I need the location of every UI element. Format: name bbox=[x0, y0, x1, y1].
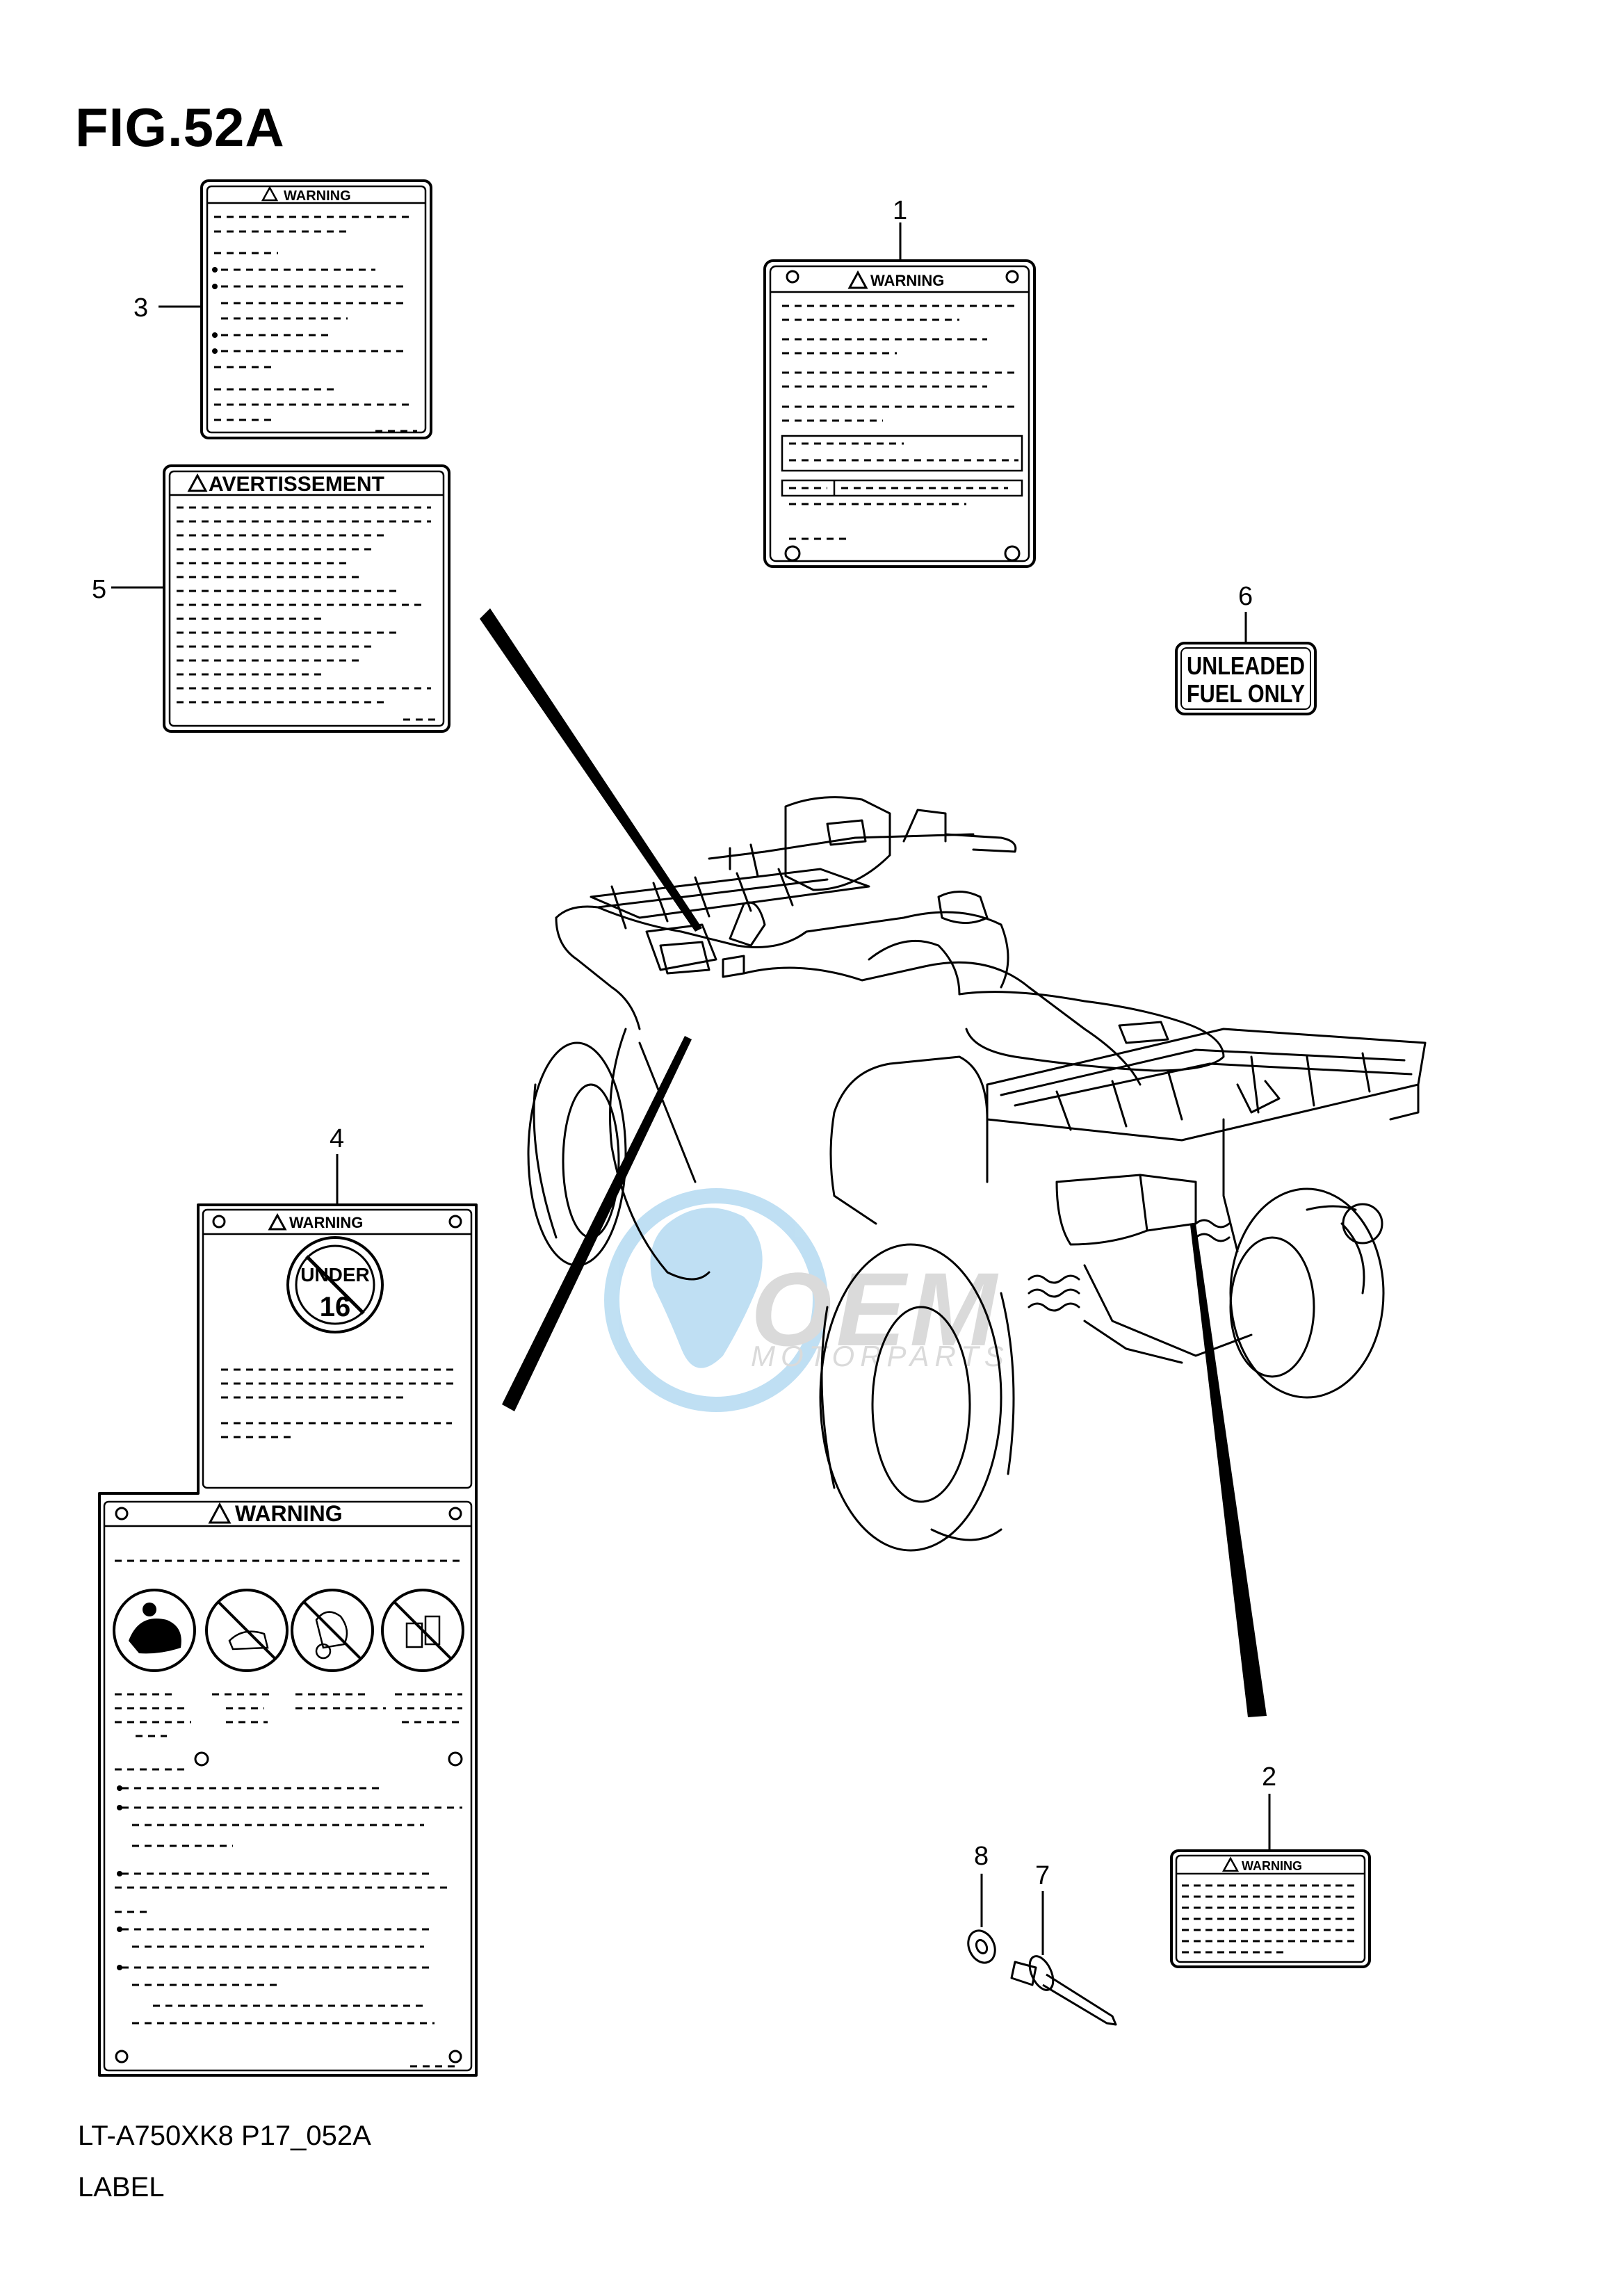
pictogram-no-pavement-icon bbox=[205, 1589, 289, 1672]
label-3-warning: WARNING bbox=[200, 179, 432, 439]
callout-1: 1 bbox=[893, 196, 907, 225]
atv-illustration bbox=[527, 796, 1427, 1552]
callout-6: 6 bbox=[1238, 582, 1253, 611]
watermark-logo: OEM MOTORPARTS bbox=[604, 1188, 1009, 1412]
warning-triangle-icon bbox=[268, 1213, 287, 1231]
pictogram-no-drugs-icon bbox=[381, 1589, 464, 1672]
callout-3: 3 bbox=[133, 293, 148, 323]
label-2-warning: WARNING bbox=[1170, 1849, 1371, 1968]
label-5-heading: AVERTISSEMENT bbox=[209, 473, 384, 496]
under-16-age: 16 bbox=[320, 1292, 351, 1322]
section-label: LABEL bbox=[78, 2172, 165, 2203]
callout-5: 5 bbox=[92, 575, 106, 604]
label-2-heading: WARNING bbox=[1242, 1859, 1302, 1873]
watermark-sub: MOTORPARTS bbox=[751, 1340, 1009, 1372]
warning-triangle-icon bbox=[187, 473, 208, 492]
callout-8: 8 bbox=[974, 1842, 989, 1871]
pictogram-no-alcohol-icon bbox=[291, 1589, 374, 1672]
callout-4: 4 bbox=[330, 1124, 344, 1153]
callout-2: 2 bbox=[1262, 1762, 1276, 1792]
warning-triangle-icon bbox=[1221, 1856, 1240, 1872]
label-4-warning: WARNING UNDER 16 bbox=[98, 1203, 478, 2077]
part-8-washer bbox=[967, 1874, 996, 1964]
figure-title: FIG.52A bbox=[75, 97, 285, 158]
warning-triangle-icon bbox=[261, 186, 279, 202]
model-code: LT-A750XK8 P17_052A bbox=[78, 2120, 371, 2151]
under-16-prohibition-icon: UNDER 16 bbox=[286, 1236, 384, 1333]
pictogram-no-passenger-icon bbox=[113, 1589, 196, 1672]
label-4-top-heading: WARNING bbox=[289, 1214, 363, 1231]
label-6-line2: FUEL ONLY bbox=[1187, 679, 1305, 708]
warning-triangle-icon bbox=[847, 270, 868, 289]
label-5-avertissement: AVERTISSEMENT bbox=[163, 464, 450, 733]
watermark-brand: OEM bbox=[751, 1251, 1001, 1368]
callout-7: 7 bbox=[1035, 1861, 1050, 1890]
part-7-rivet bbox=[1010, 1891, 1117, 2026]
label-1-warning: WARNING bbox=[763, 259, 1036, 568]
label-3-heading: WARNING bbox=[284, 188, 351, 204]
label-6-line1: UNLEADED bbox=[1187, 651, 1305, 680]
warning-triangle-icon bbox=[208, 1502, 232, 1524]
label-1-heading: WARNING bbox=[870, 272, 944, 289]
pointer-wedges bbox=[480, 608, 1267, 1717]
label-6-unleaded: UNLEADED FUEL ONLY bbox=[1175, 642, 1317, 715]
label-4-bottom-heading: WARNING bbox=[235, 1501, 343, 1526]
under-16-text: UNDER bbox=[300, 1264, 370, 1286]
